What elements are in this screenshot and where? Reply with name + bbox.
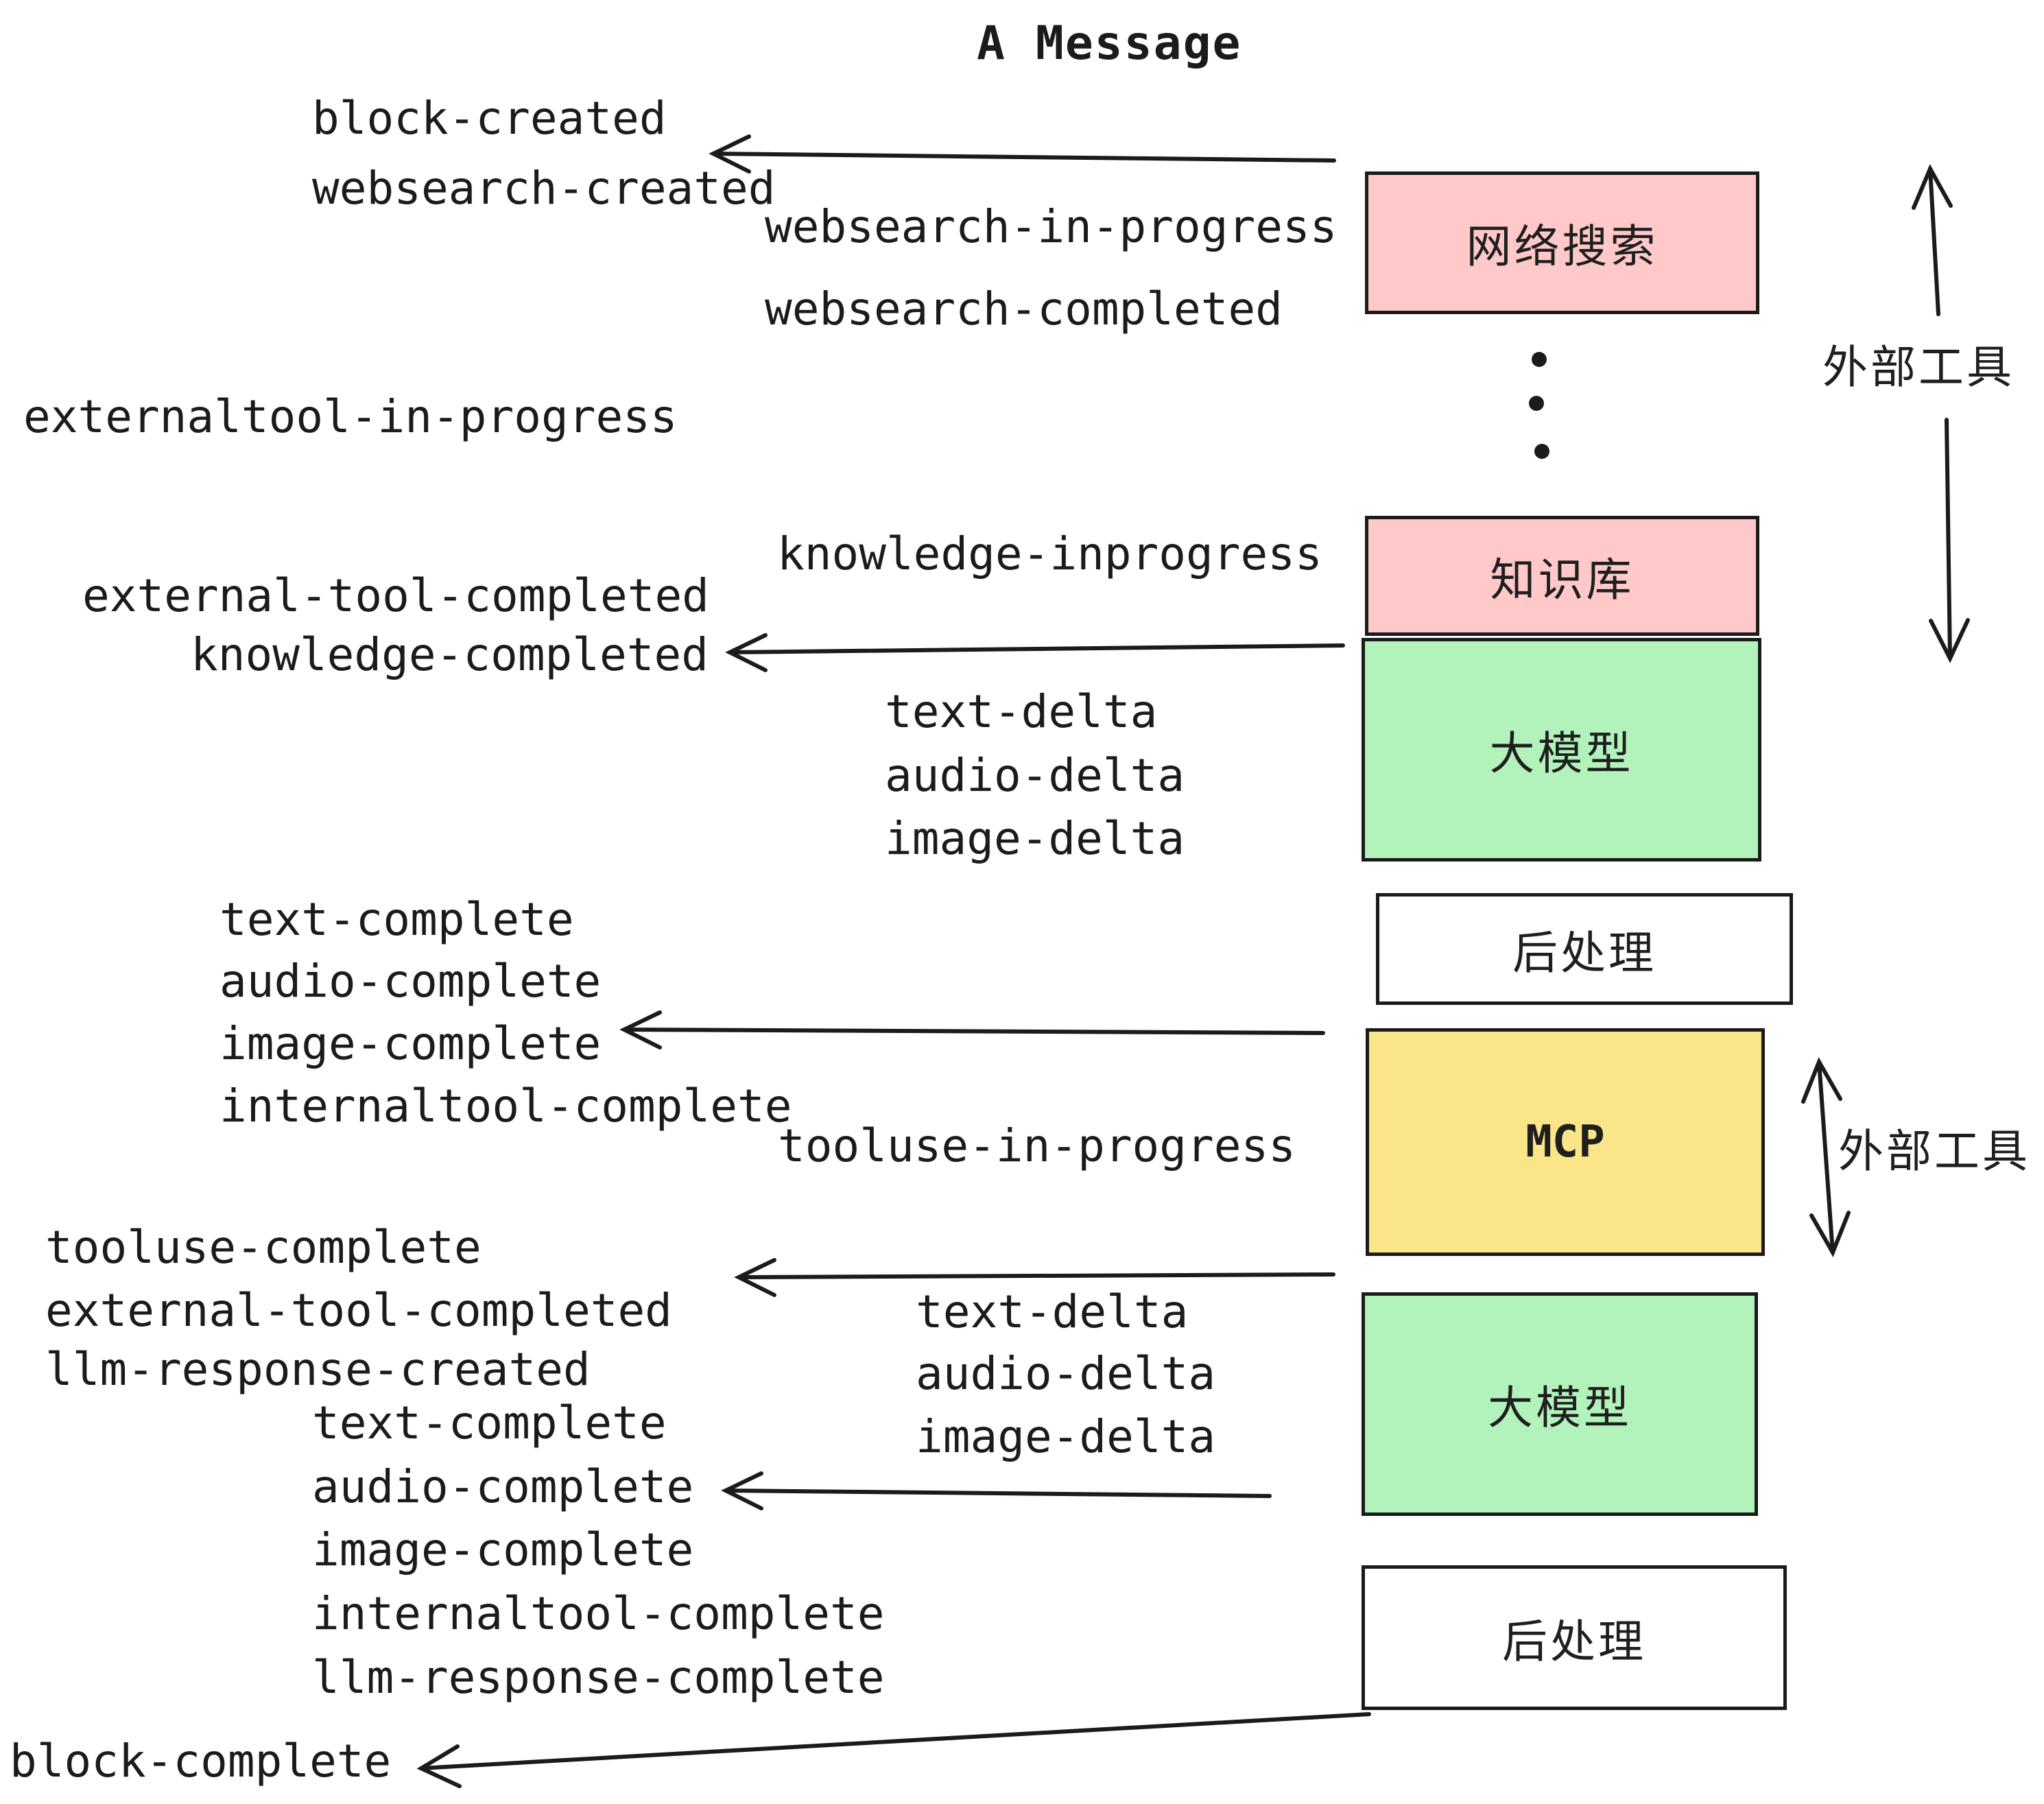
event-label-llm-response-complete: llm-response-complete (312, 1651, 885, 1704)
external-tools-label-1: 外部工具 (1822, 341, 2015, 394)
event-label-audio-delta-2: audio-delta (916, 1347, 1216, 1400)
event-label-image-complete-2: image-complete (312, 1523, 694, 1576)
box-post-2-label: 后处理 (1502, 1615, 1646, 1668)
box-knowledge-label: 知识库 (1490, 553, 1635, 606)
event-label-image-delta-2: image-delta (916, 1410, 1216, 1463)
event-label-text-delta: text-delta (885, 685, 1158, 738)
box-knowledge: 知识库 (1365, 516, 1759, 636)
event-label-knowledge-completed: knowledge-completed (191, 628, 709, 681)
event-label-tooluse-complete: tooluse-complete (45, 1221, 482, 1274)
event-label-text-complete: text-complete (219, 893, 574, 946)
arrow-audio-complete (721, 1471, 1272, 1510)
box-llm-1: 大模型 (1362, 638, 1761, 862)
event-label-websearch-in-progress: websearch-in-progress (765, 200, 1338, 253)
external-tools-label-2: 外部工具 (1838, 1125, 2030, 1178)
box-mcp: MCP (1366, 1028, 1765, 1256)
box-post-2: 后处理 (1362, 1565, 1787, 1710)
box-post-1: 后处理 (1376, 893, 1793, 1005)
double-arrow-external-tools-1 (1912, 164, 1970, 663)
event-label-llm-response-created: llm-response-created (45, 1343, 591, 1396)
arrow-websearch-created (709, 134, 1336, 174)
event-label-text-delta-2: text-delta (916, 1285, 1189, 1338)
arrow-knowledge-completed (725, 633, 1345, 672)
event-label-block-complete: block-complete (10, 1735, 392, 1788)
ellipsis-dots (1529, 352, 1549, 459)
event-label-audio-delta: audio-delta (885, 749, 1185, 802)
event-label-externaltool-in-progress: externaltool-in-progress (23, 390, 678, 443)
box-post-1-label: 后处理 (1512, 926, 1656, 980)
event-label-tooluse-in-progress: tooluse-in-progress (778, 1119, 1296, 1172)
event-label-websearch-created: websearch-created (312, 162, 776, 215)
box-llm-1-label: 大模型 (1489, 727, 1634, 780)
arrow-block-complete (416, 1712, 1371, 1788)
event-label-text-complete-2: text-complete (312, 1397, 667, 1449)
event-label-internaltool-complete: internaltool-complete (219, 1080, 792, 1132)
diagram-title: A Message (977, 16, 1242, 71)
event-label-external-tool-completed-2: external-tool-completed (45, 1284, 672, 1337)
box-websearch: 网络搜索 (1365, 171, 1759, 314)
event-label-audio-complete: audio-complete (219, 955, 602, 1008)
box-llm-2-label: 大模型 (1488, 1381, 1632, 1434)
box-llm-2: 大模型 (1362, 1292, 1758, 1516)
event-label-image-delta: image-delta (885, 812, 1185, 865)
event-label-block-created: block-created (312, 92, 667, 145)
box-websearch-label: 网络搜索 (1466, 220, 1659, 273)
event-label-external-tool-completed: external-tool-completed (82, 569, 709, 622)
box-mcp-label: MCP (1525, 1117, 1605, 1167)
event-label-knowledge-inprogress: knowledge-inprogress (777, 527, 1322, 580)
event-label-audio-complete-2: audio-complete (312, 1460, 694, 1513)
event-label-image-complete: image-complete (219, 1017, 602, 1070)
event-label-websearch-completed: websearch-completed (765, 283, 1283, 335)
event-label-internaltool-complete-2: internaltool-complete (312, 1587, 885, 1640)
arrow-image-complete (619, 1010, 1325, 1049)
